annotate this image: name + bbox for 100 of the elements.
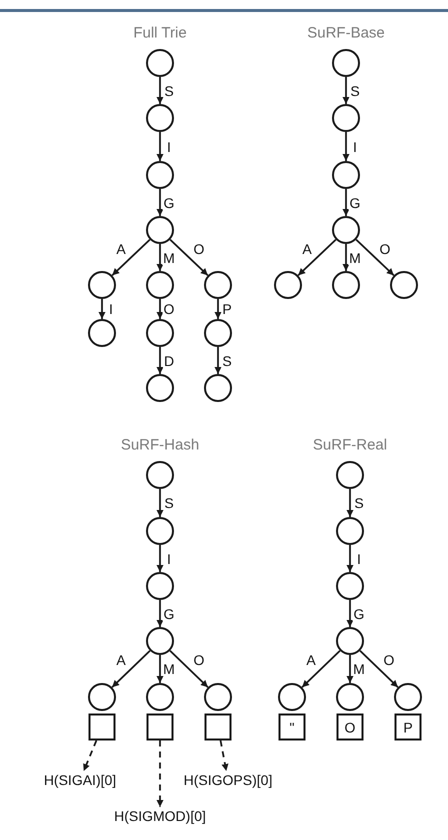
edge-label: G (352, 606, 366, 620)
edge-label: P (221, 302, 233, 316)
hash-value: H(SIGOPS)[0] (182, 772, 274, 788)
edge-label: A (301, 242, 313, 256)
edge-label: I (352, 140, 358, 154)
trie-node (332, 104, 360, 132)
arrow (214, 347, 222, 374)
edge-label: O (192, 653, 206, 667)
trie-node (146, 161, 174, 189)
trie-node (88, 271, 116, 299)
arrow (156, 600, 164, 627)
value-box (204, 714, 232, 740)
trie-node (336, 461, 364, 489)
edge-label: O (378, 242, 392, 256)
arrow (156, 655, 164, 683)
arrow (342, 244, 350, 271)
edge-label: M (162, 662, 176, 676)
trie-node (146, 49, 174, 77)
trie-node (332, 216, 360, 244)
trie-node (332, 161, 360, 189)
arrow (356, 238, 394, 276)
arrow (156, 545, 164, 572)
edge-label: M (352, 662, 366, 676)
arrow (342, 77, 350, 104)
arrow (346, 600, 354, 627)
trie-node (204, 319, 232, 347)
dashed-arrow (82, 740, 98, 772)
dashed-arrow (220, 740, 228, 772)
arrow (346, 489, 354, 517)
edge-label: M (162, 250, 176, 264)
arrow (170, 238, 208, 276)
edge-label: S (353, 496, 365, 510)
edge-label: A (115, 653, 127, 667)
edge-label: I (356, 552, 362, 566)
arrow (111, 650, 151, 688)
edge-label: S (163, 84, 175, 98)
trie-node (146, 461, 174, 489)
arrow (98, 299, 106, 319)
edge-label: A (305, 653, 317, 667)
edge-label: S (163, 496, 175, 510)
arrow (112, 238, 150, 276)
value-box: P (394, 714, 422, 740)
edge-label: I (166, 140, 172, 154)
tree-title: SuRF-Base (307, 24, 385, 42)
edge-label: O (162, 302, 176, 316)
arrow (342, 189, 350, 216)
edge-label: I (166, 552, 172, 566)
trie-node (146, 572, 174, 600)
trie-node (146, 517, 174, 545)
trie-node (394, 683, 422, 711)
trie-node (146, 104, 174, 132)
trie-node (204, 271, 232, 299)
arrow (156, 189, 164, 216)
tree-title: Full Trie (133, 24, 187, 42)
arrow (301, 650, 341, 688)
dashed-arrow (156, 740, 164, 807)
arrow (346, 545, 354, 572)
hash-value: H(SIGMOD)[0] (113, 808, 207, 824)
arrow (156, 244, 164, 271)
trie-node (336, 517, 364, 545)
value-box (88, 714, 116, 740)
trie-node (146, 216, 174, 244)
tree-title: SuRF-Hash (120, 436, 200, 454)
edge-label: S (221, 354, 233, 368)
trie-node (332, 49, 360, 77)
arrow (214, 299, 222, 319)
trie-node (146, 374, 174, 402)
trie-node (390, 271, 418, 299)
arrow (156, 77, 164, 104)
edge-label: G (348, 196, 362, 210)
edge-label: S (349, 84, 361, 98)
trie-node (88, 683, 116, 711)
trie-node (332, 271, 360, 299)
edge-label: I (108, 302, 114, 316)
arrow (298, 238, 336, 276)
edge-label: D (162, 354, 176, 368)
trie-node (204, 683, 232, 711)
trie-node (336, 683, 364, 711)
edge-label: O (382, 653, 396, 667)
trie-node (336, 627, 364, 655)
value-box: O (336, 714, 364, 740)
trie-node (274, 271, 302, 299)
arrow (169, 650, 209, 688)
arrow (156, 347, 164, 374)
edge-label: G (162, 606, 176, 620)
trie-node (88, 319, 116, 347)
trie-node (146, 319, 174, 347)
trie-node (146, 683, 174, 711)
trie-node (146, 271, 174, 299)
arrow (156, 489, 164, 517)
trie-node (278, 683, 306, 711)
trie-node (336, 572, 364, 600)
arrow (342, 132, 350, 161)
arrow (346, 655, 354, 683)
value-box: " (278, 714, 306, 740)
arrow (156, 132, 164, 161)
value-box (146, 714, 174, 740)
edge-label: G (162, 196, 176, 210)
trie-node (146, 627, 174, 655)
trie-node (204, 374, 232, 402)
